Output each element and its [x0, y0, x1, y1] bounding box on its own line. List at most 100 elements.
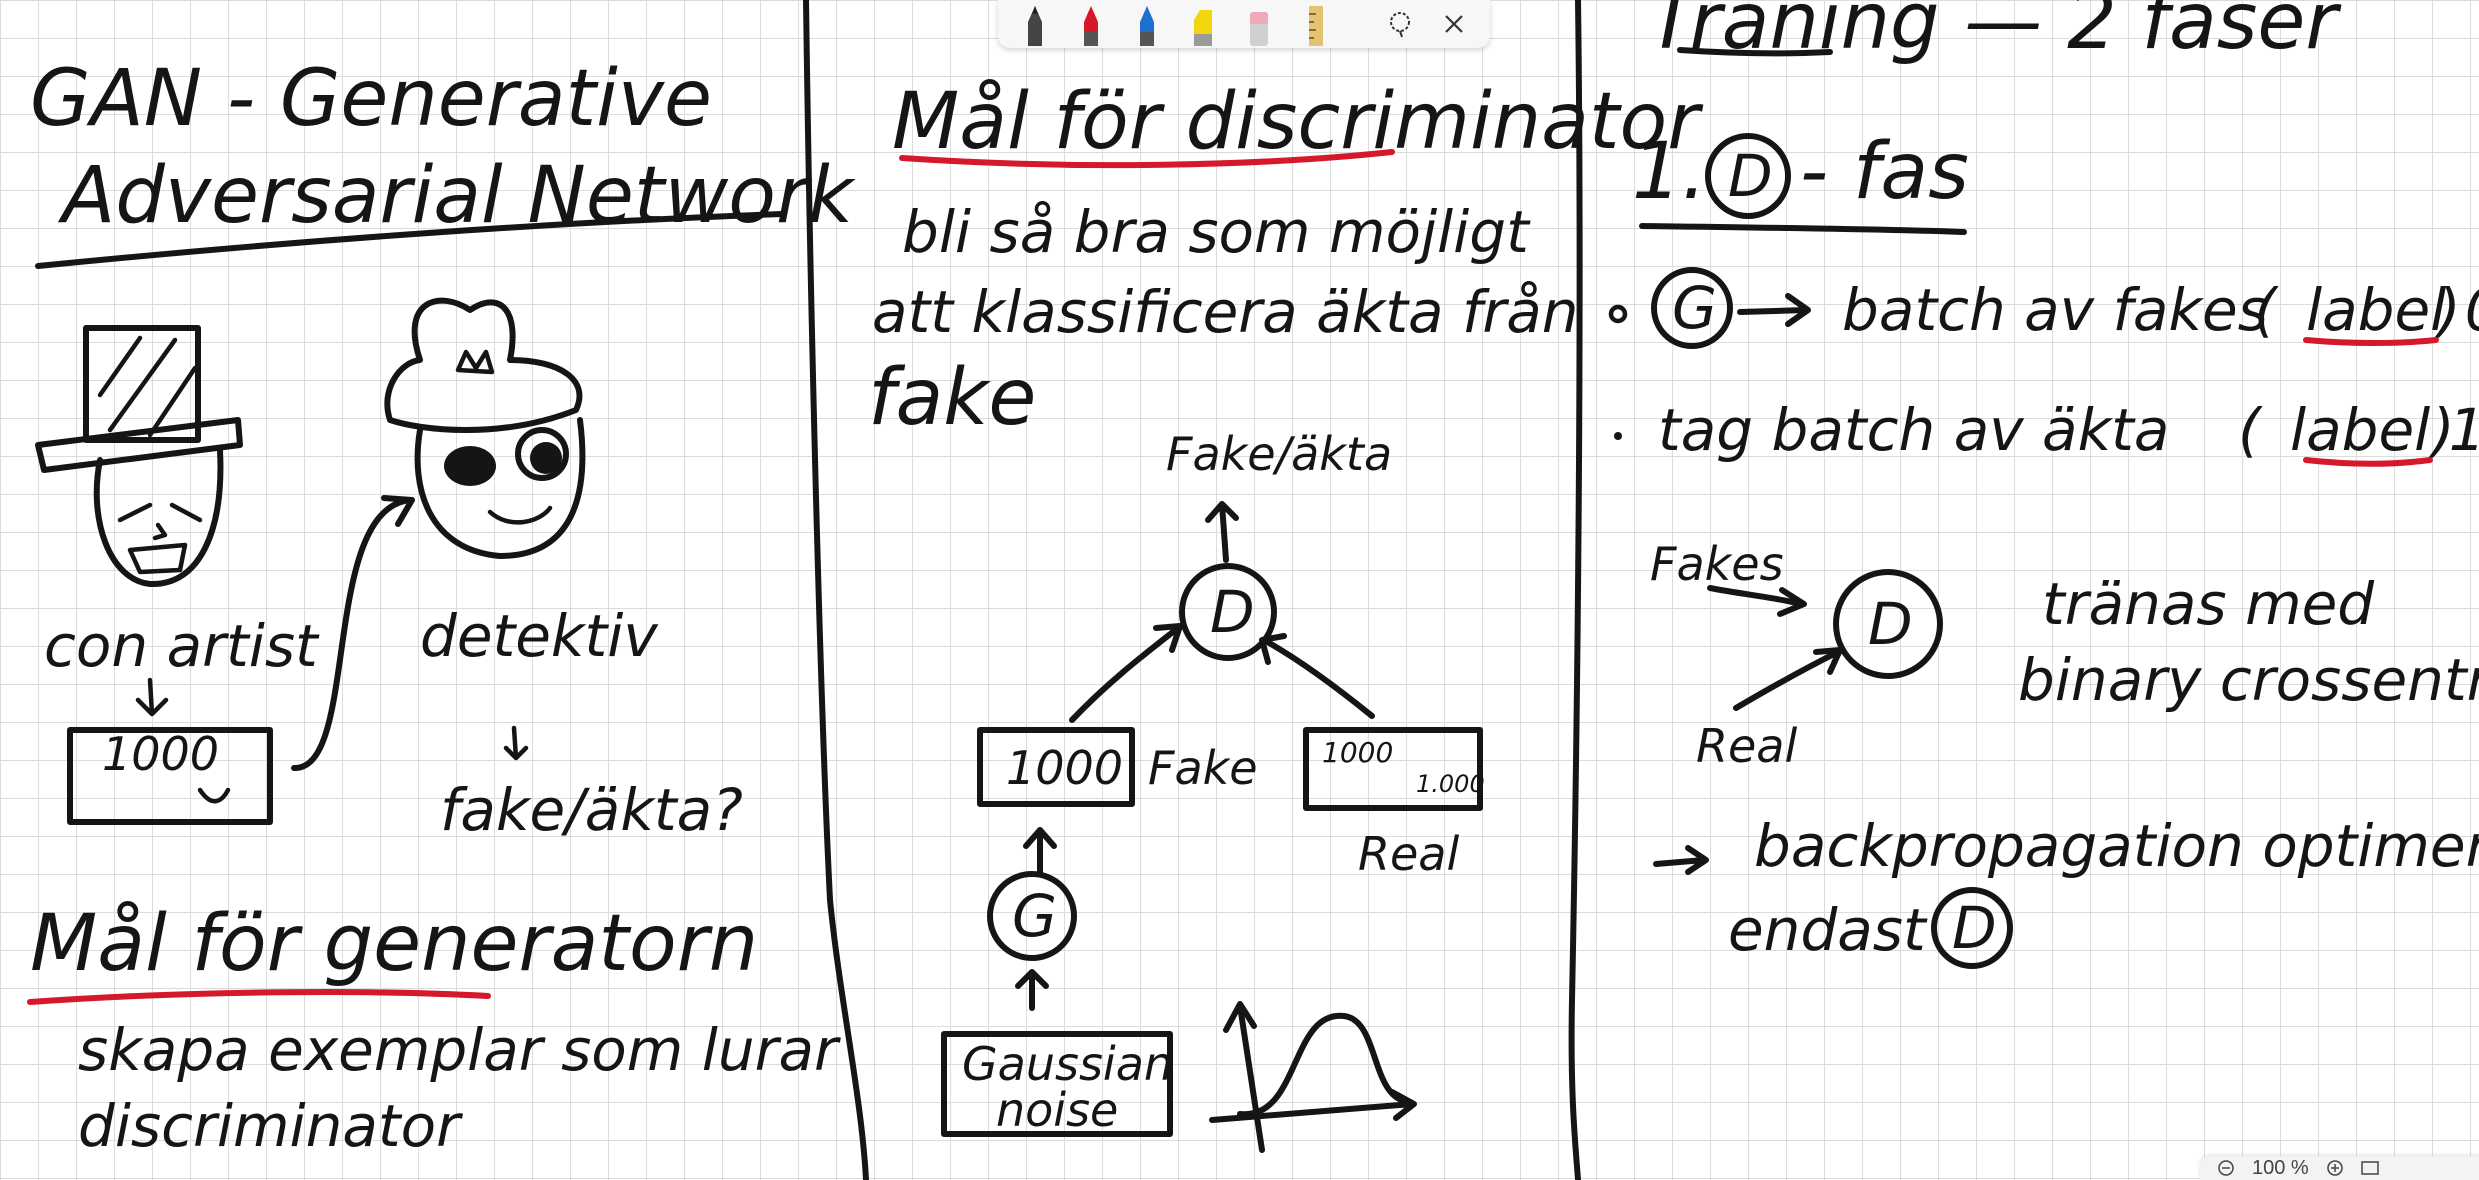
- black-pen-tool[interactable]: [1012, 2, 1058, 46]
- curve-arrowhead-icon: [381, 495, 415, 527]
- bullet1-arrow-icon: [1737, 293, 1811, 327]
- generator-goal-line1: skapa exemplar som lurar: [78, 1016, 841, 1084]
- gaussian-curve-icon: [1209, 1001, 1417, 1153]
- phase-underline: [1639, 223, 1967, 235]
- backprop-node-label: D: [1952, 894, 1997, 962]
- fit-page-button[interactable]: [2360, 1160, 2379, 1176]
- bill-real: [1303, 727, 1483, 811]
- gaussian-noise-box: [941, 1031, 1173, 1137]
- zoom-in-icon: [2326, 1160, 2343, 1176]
- zoom-in-button[interactable]: [2326, 1160, 2343, 1176]
- output-arrow-icon: [1205, 501, 1239, 563]
- close-icon: [1445, 15, 1463, 33]
- yellow-highlighter-tool[interactable]: [1180, 2, 1226, 46]
- bill-fake: [977, 727, 1135, 807]
- bullet1-text: batch av fakes: [1842, 276, 2268, 344]
- eraser-icon: [1250, 12, 1268, 46]
- training-node-d: [1833, 569, 1943, 679]
- title-underline: [35, 211, 785, 269]
- bill-real-suffix: 1.000: [1416, 770, 1485, 798]
- divider-right: [1568, 0, 1583, 1180]
- smiley-icon: [197, 787, 231, 804]
- discriminator-goal-line1: bli så bra som möjligt: [902, 198, 1531, 266]
- zoom-level: 100 %: [2252, 1156, 2309, 1179]
- fake-question: fake/äkta?: [440, 776, 743, 844]
- discriminator-output-label: Fake/äkta: [1166, 427, 1392, 481]
- label1-underline: [2303, 457, 2433, 467]
- training-real-label: Real: [1696, 719, 1797, 773]
- fit-page-icon: [2360, 1161, 2379, 1175]
- con-artist-label: con artist: [44, 612, 320, 680]
- training-heading: Träning — 2 faser: [1648, 0, 2342, 67]
- bullet2-label: label 1: [2290, 396, 2479, 464]
- arrow-fakes-to-d-icon: [1707, 585, 1807, 617]
- bullet2-paren-open: (: [2238, 396, 2263, 464]
- bill-left-value: 1000: [102, 727, 219, 781]
- discriminator-goal-heading: Mål för discriminator: [892, 77, 1704, 167]
- zoom-out-icon: [2218, 1160, 2234, 1176]
- zoom-bar: 100 %: [2200, 1156, 2479, 1180]
- highlighter-icon: [1194, 10, 1212, 46]
- bullet1-label: label 0: [2306, 276, 2479, 344]
- phase-node-label: D: [1728, 142, 1773, 210]
- bullet-1: [1608, 304, 1628, 324]
- blue-pen-icon: [1140, 6, 1154, 46]
- bullet1-node: [1651, 267, 1733, 349]
- ruler-icon: [1309, 6, 1323, 46]
- eraser-tool[interactable]: [1236, 2, 1282, 46]
- red-pen-icon: [1084, 6, 1098, 46]
- detective-label: detektiv: [420, 602, 659, 670]
- gan-title-line1: GAN - Generative: [30, 54, 712, 144]
- bill-fake-value: 1000: [1006, 741, 1123, 795]
- node-d: [1179, 563, 1277, 661]
- node-d-label: D: [1210, 578, 1255, 646]
- arrow-real-to-training-d-icon: [1733, 647, 1843, 711]
- backprop-node: [1931, 887, 2013, 969]
- gan-title-line2: Adversarial Network: [57, 151, 856, 241]
- arrow-fake-to-d-icon: [1069, 623, 1183, 723]
- zoom-out-button[interactable]: [2218, 1160, 2234, 1176]
- con-artist-drawing: [35, 325, 243, 588]
- generator-goal-heading: Mål för generatorn: [30, 899, 758, 989]
- discriminator-goal-line3: fake: [868, 353, 1036, 443]
- phase-node: [1705, 133, 1791, 219]
- down-arrow-icon: [135, 677, 169, 717]
- fake-label: Fake: [1148, 741, 1258, 795]
- trained-line2: binary crossentropy: [2018, 646, 2479, 714]
- blue-pen-tool[interactable]: [1124, 2, 1170, 46]
- divider-left: [803, 0, 869, 1180]
- node-g: [987, 871, 1077, 961]
- phase-suffix: - fas: [1800, 127, 1969, 217]
- bill-left: [67, 727, 273, 825]
- close-toolbar-button[interactable]: [1432, 2, 1476, 46]
- real-label: Real: [1358, 827, 1459, 881]
- generator-goal-underline: [27, 989, 491, 1005]
- noise-line2: noise: [996, 1083, 1118, 1137]
- arrow-noise-to-g-icon: [1015, 969, 1049, 1011]
- backprop-line1: backpropagation optimera: [1754, 812, 2479, 880]
- bullet1-node-label: G: [1672, 274, 1717, 342]
- arrow-g-to-fake-icon: [1023, 827, 1057, 875]
- ruler-tool[interactable]: [1292, 2, 1338, 46]
- bullet-2: [1614, 432, 1622, 440]
- bullet1-paren-open: (: [2254, 276, 2279, 344]
- noise-line1: Gaussian: [962, 1037, 1173, 1091]
- lasso-select-icon: [1390, 12, 1410, 38]
- down-arrow-small-icon: [503, 725, 529, 761]
- training-underline: [1677, 47, 1833, 57]
- discriminator-goal-line2: att klassificera äkta från: [872, 278, 1579, 346]
- black-pen-icon: [1028, 6, 1042, 46]
- pen-toolbar: [998, 0, 1490, 48]
- phase-number: 1.: [1632, 127, 1706, 217]
- detective-drawing: [384, 297, 586, 559]
- generator-goal-line2: discriminator: [78, 1092, 463, 1160]
- lasso-select-button[interactable]: [1378, 2, 1422, 46]
- training-node-d-label: D: [1868, 590, 1913, 658]
- bullet2-paren-close: ): [2428, 396, 2455, 464]
- label0-underline: [2303, 337, 2439, 346]
- red-pen-tool[interactable]: [1068, 2, 1114, 46]
- discriminator-goal-underline: [899, 149, 1395, 169]
- node-g-label: G: [1012, 882, 1057, 950]
- backprop-arrow-icon: [1653, 845, 1709, 875]
